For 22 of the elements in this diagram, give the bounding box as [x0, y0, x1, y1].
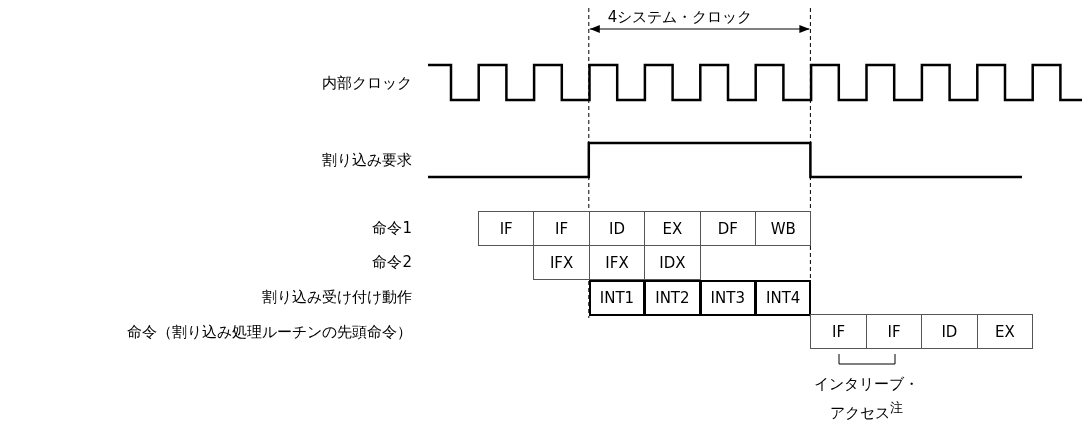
pipeline-stage-box: INT2: [644, 280, 701, 316]
pipeline-stage-box: IF: [478, 211, 535, 246]
pipeline-stage-box: IF: [533, 211, 590, 246]
signal-name: 割り込み受け付け動作: [262, 288, 412, 306]
pipeline-stage-box: IF: [810, 314, 867, 349]
dimension-label: 4システム・クロック: [607, 8, 753, 26]
pipeline-stage-box: INT3: [699, 280, 756, 316]
pipeline-stage-box: IFX: [533, 245, 590, 280]
pipeline-stage-box: IDX: [644, 245, 701, 280]
pipeline-stage-box: WB: [755, 211, 812, 246]
signal-name: 命令2: [372, 253, 412, 271]
pipeline-stage-box: IF: [865, 314, 923, 349]
pipeline-stage-box: INT1: [588, 280, 646, 316]
signal-name: 内部クロック: [322, 74, 412, 92]
pipeline-stage-box: ID: [921, 314, 978, 349]
note-text: インタリーブ・アクセス$^{注}$: [812, 374, 920, 424]
signal-name: 命令1: [372, 219, 412, 237]
signal-name: 命令（割り込み処理ルーチンの先頭命令）: [127, 323, 412, 341]
pipeline-stage-box: DF: [699, 211, 756, 246]
pipeline-stage-box: INT4: [755, 280, 812, 316]
signal-name: 割り込み要求: [322, 151, 412, 169]
pipeline-stage-box: EX: [976, 314, 1033, 349]
